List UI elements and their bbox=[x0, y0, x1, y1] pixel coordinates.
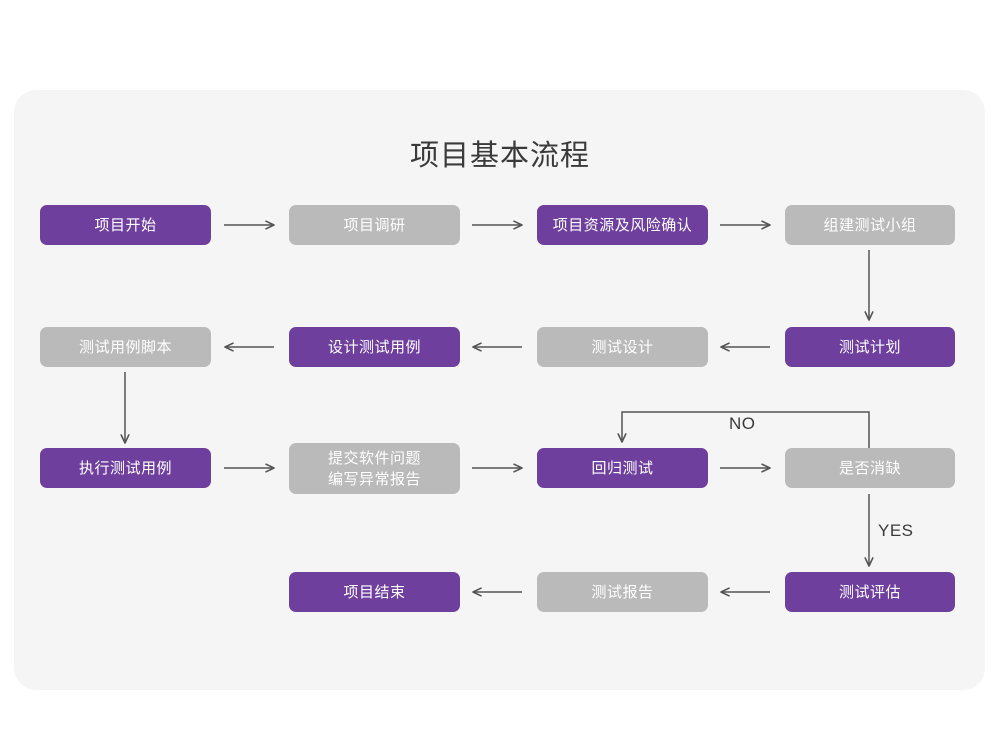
node-regression-test[interactable]: 回归测试 bbox=[537, 448, 708, 488]
node-label: 测试设计 bbox=[591, 338, 654, 356]
node-project-start[interactable]: 项目开始 bbox=[40, 205, 211, 245]
node-test-report[interactable]: 测试报告 bbox=[537, 572, 708, 612]
node-form-test-team[interactable]: 组建测试小组 bbox=[785, 205, 955, 245]
node-label: 执行测试用例 bbox=[78, 459, 172, 477]
edge-label-no: NO bbox=[729, 414, 756, 433]
node-test-evaluation[interactable]: 测试评估 bbox=[785, 572, 955, 612]
node-label-line2: 编写异常报告 bbox=[327, 470, 421, 488]
page-title: 项目基本流程 bbox=[409, 140, 590, 172]
node-test-design[interactable]: 测试设计 bbox=[537, 327, 708, 367]
node-label-line1: 提交软件问题 bbox=[327, 449, 421, 467]
node-label: 项目结束 bbox=[343, 583, 406, 601]
node-execute-test-case[interactable]: 执行测试用例 bbox=[40, 448, 211, 488]
node-project-research[interactable]: 项目调研 bbox=[289, 205, 460, 245]
node-defect-cleared-decision[interactable]: 是否消缺 bbox=[785, 448, 955, 488]
node-test-case-script[interactable]: 测试用例脚本 bbox=[40, 327, 211, 367]
edge-label-yes: YES bbox=[878, 521, 914, 540]
node-resource-risk-confirm[interactable]: 项目资源及风险确认 bbox=[537, 205, 708, 245]
node-label: 测试用例脚本 bbox=[78, 338, 172, 356]
node-label: 测试计划 bbox=[838, 338, 901, 356]
node-label: 项目调研 bbox=[343, 216, 406, 234]
node-label: 设计测试用例 bbox=[327, 338, 421, 356]
node-label: 回归测试 bbox=[591, 459, 654, 477]
node-project-end[interactable]: 项目结束 bbox=[289, 572, 460, 612]
node-label: 测试报告 bbox=[591, 583, 654, 601]
node-label: 项目资源及风险确认 bbox=[552, 216, 693, 234]
node-label: 组建测试小组 bbox=[823, 216, 917, 234]
node-submit-defect-report[interactable]: 提交软件问题 编写异常报告 bbox=[289, 443, 460, 494]
node-test-plan[interactable]: 测试计划 bbox=[785, 327, 955, 367]
node-design-test-case[interactable]: 设计测试用例 bbox=[289, 327, 460, 367]
node-label: 测试评估 bbox=[838, 583, 901, 601]
node-label: 项目开始 bbox=[94, 216, 157, 234]
node-label: 是否消缺 bbox=[838, 459, 901, 477]
